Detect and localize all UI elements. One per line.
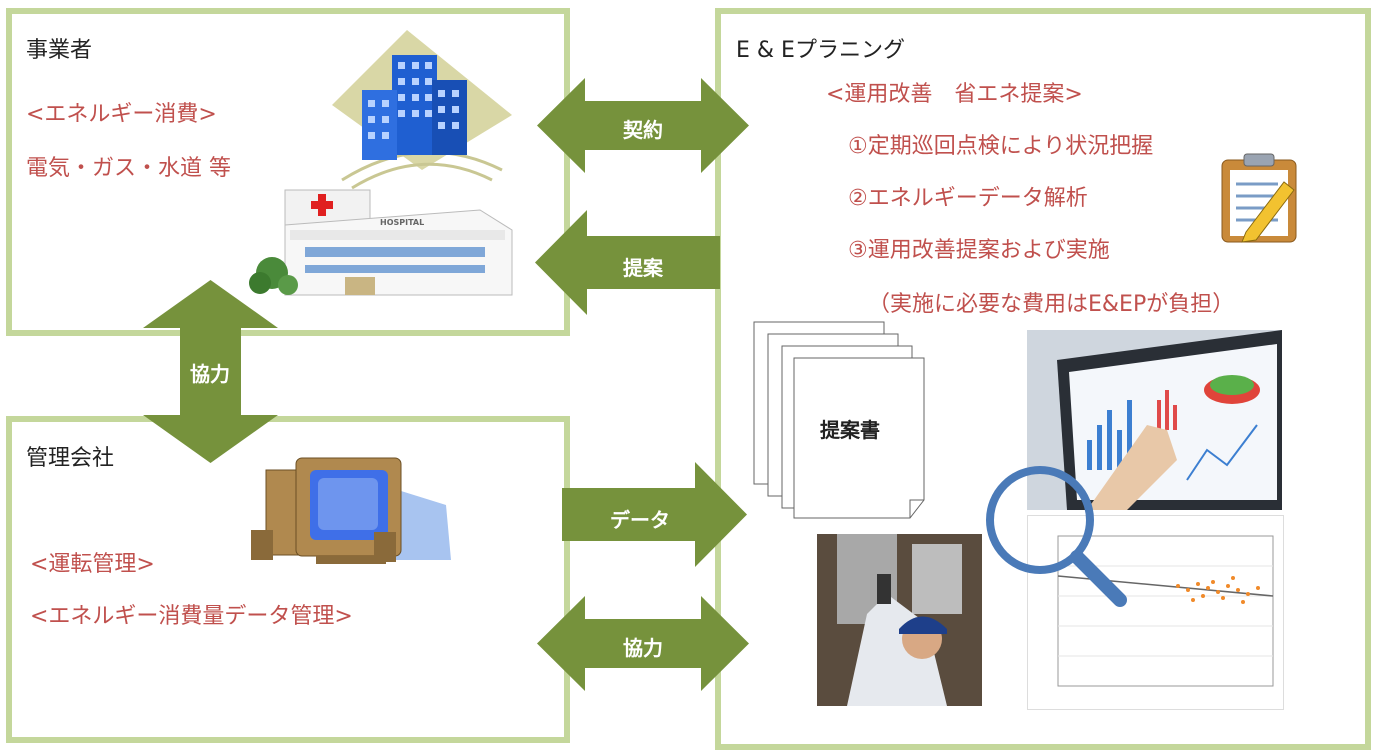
planner-title: E & Eプラニング bbox=[736, 38, 905, 63]
cooperation-label: 協力 bbox=[623, 636, 663, 660]
scatter-chart-image bbox=[1027, 515, 1284, 710]
document-stack-icon bbox=[753, 321, 925, 519]
office-building-icon bbox=[332, 30, 512, 190]
management-title: 管理会社 bbox=[26, 446, 115, 471]
proposal-header: <運用改善 省エネ提案> bbox=[826, 82, 1083, 107]
data-label: データ bbox=[610, 508, 670, 532]
step-1: ①定期巡回点検により状況把握 bbox=[848, 134, 1154, 159]
inspection-worker-photo bbox=[817, 534, 982, 706]
analytics-monitor-photo bbox=[1027, 330, 1282, 510]
cooperation-arrow bbox=[537, 596, 749, 691]
operation-management: <運転管理> bbox=[30, 552, 155, 577]
step-2: ②エネルギーデータ解析 bbox=[848, 186, 1088, 211]
energy-consumption-header: <エネルギー消費> bbox=[26, 102, 217, 127]
cooperation-vertical-arrow bbox=[143, 280, 278, 463]
cooperation-vertical-label: 協力 bbox=[190, 362, 230, 386]
proposal-document-label: 提案書 bbox=[820, 418, 880, 442]
proposal-arrow bbox=[535, 210, 720, 315]
clipboard-icon bbox=[1221, 153, 1297, 243]
proposal-label: 提案 bbox=[623, 256, 663, 280]
step-3: ③運用改善提案および実施 bbox=[848, 238, 1110, 263]
energy-data-management: <エネルギー消費量データ管理> bbox=[30, 604, 353, 629]
energy-items: 電気・ガス・水道 等 bbox=[26, 156, 231, 181]
magnifier-icon bbox=[986, 466, 1127, 607]
cost-note: （実施に必要な費用はE&EPが負担） bbox=[868, 292, 1235, 317]
contract-label: 契約 bbox=[623, 118, 663, 142]
operator-title: 事業者 bbox=[26, 38, 93, 63]
computer-icon bbox=[251, 457, 451, 564]
hospital-icon bbox=[249, 189, 513, 296]
data-arrow bbox=[562, 462, 747, 567]
contract-arrow bbox=[537, 78, 749, 173]
hospital-sign: HOSPITAL bbox=[380, 218, 425, 227]
